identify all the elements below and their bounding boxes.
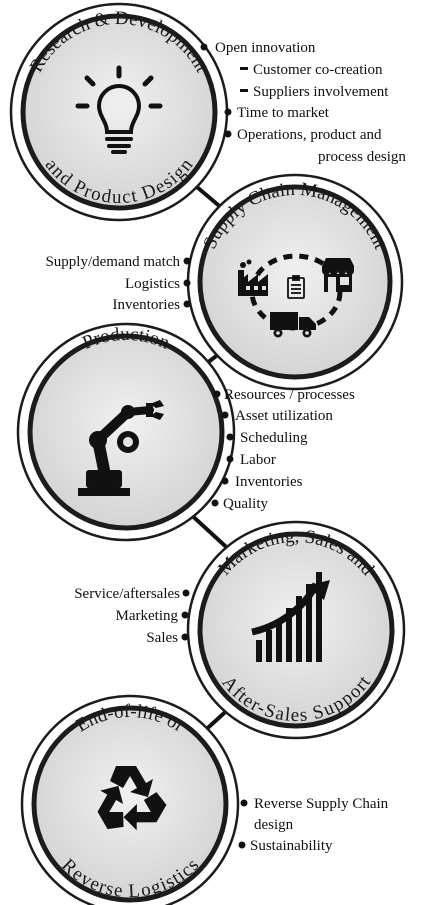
- bullet-item: Supply/demand match: [45, 254, 180, 270]
- shop-icon: [322, 258, 354, 292]
- bullet-dot: [240, 799, 248, 807]
- bullet-item: Time to market: [237, 105, 330, 121]
- stage-supply-chain: Supply Chain Management: [186, 173, 404, 391]
- bullet-dot: [238, 841, 246, 849]
- clipboard-icon: [287, 275, 305, 299]
- bullet-dot: [183, 300, 191, 308]
- bullet-dash: [240, 67, 248, 70]
- bullet-item: Service/aftersales: [74, 586, 180, 602]
- bullet-dot: [226, 433, 234, 441]
- bullet-dot: [200, 43, 208, 51]
- bullet-item: Sustainability: [250, 838, 333, 854]
- bullet-dot: [182, 589, 190, 597]
- bullet-list-production: Resources / processes Asset utilization …: [211, 387, 355, 512]
- bullet-item: Reverse Supply Chain: [254, 796, 389, 812]
- bullet-dot: [224, 130, 232, 138]
- bullet-item: Inventories: [113, 297, 181, 313]
- bullet-item: Inventories: [235, 474, 303, 490]
- bullet-dot: [221, 411, 229, 419]
- recycle-icon: [97, 766, 167, 831]
- stage-marketing-sales: Marketing, Sales and After-Sales Support: [186, 520, 406, 740]
- bullet-dot: [226, 455, 234, 463]
- stage-end-of-life: End-of-life or Reverse Logistics: [20, 694, 240, 905]
- bullet-item: Open innovation: [215, 40, 316, 56]
- bullet-dot: [221, 477, 229, 485]
- bullet-dot: [183, 257, 191, 265]
- stage-disc: [31, 705, 229, 903]
- bullet-item: Logistics: [125, 276, 180, 292]
- bullet-list-eol: Reverse Supply Chain design Sustainabili…: [238, 796, 389, 854]
- bullet-list-scm: Supply/demand match Logistics Inventorie…: [45, 254, 191, 313]
- factory-icon: [238, 259, 268, 296]
- bullet-item: process design: [318, 149, 406, 165]
- bullet-dot: [183, 279, 191, 287]
- supply-chain-icon: [238, 253, 354, 338]
- bullet-list-marketing: Service/aftersales Marketing Sales: [74, 586, 190, 646]
- truck-icon: [270, 312, 316, 338]
- bullet-item: Quality: [223, 496, 268, 512]
- bullet-dash: [240, 89, 248, 92]
- bullet-list-rnd: Open innovation Customer co-creation Sup…: [200, 40, 406, 165]
- bullet-item: Sales: [146, 630, 178, 646]
- bullet-item: Marketing: [116, 608, 179, 624]
- bullet-item: Asset utilization: [235, 408, 333, 424]
- robot-arm-icon: [78, 400, 164, 496]
- bullet-item: Customer co-creation: [253, 62, 383, 78]
- stage-disc: [197, 184, 393, 380]
- lightbulb-icon: [75, 65, 163, 154]
- growth-chart-icon: [251, 572, 330, 662]
- bullet-item: Suppliers involvement: [253, 84, 389, 100]
- stage-research-development: Research & Development and Product Desig…: [9, 2, 229, 222]
- bullet-item: Labor: [240, 452, 276, 468]
- stage-production: Production: [16, 322, 236, 542]
- bullet-dot: [213, 390, 221, 398]
- stage-disc: [20, 13, 218, 211]
- bullet-item: Resources / processes: [224, 387, 355, 403]
- bullet-item: design: [254, 817, 294, 833]
- bullet-item: Operations, product and: [237, 127, 382, 143]
- bullet-dot: [211, 499, 219, 507]
- bullet-dot: [181, 633, 189, 641]
- bullet-item: Scheduling: [240, 430, 308, 446]
- bullet-dot: [224, 108, 232, 116]
- bullet-dot: [181, 611, 189, 619]
